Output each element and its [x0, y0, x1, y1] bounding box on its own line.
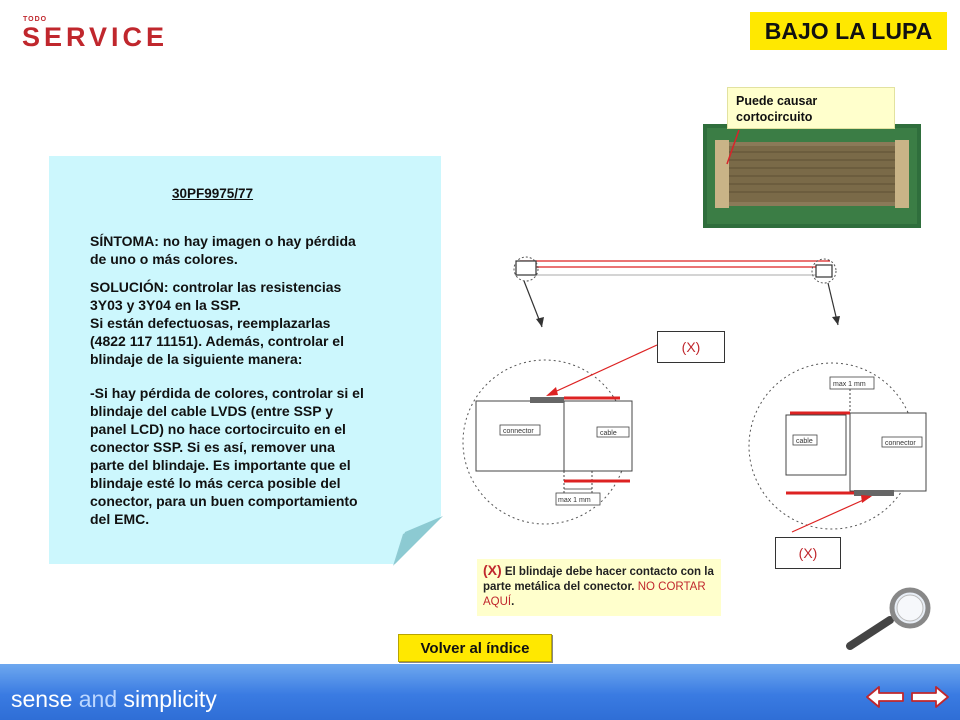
x-callout-bottom: (X): [775, 537, 841, 569]
footer-bar: [0, 664, 960, 720]
short-circuit-callout: Puede causar cortocircuito: [727, 87, 895, 129]
x-callout-top: (X): [657, 331, 725, 363]
logo-main-text: SERVICE: [22, 22, 169, 52]
back-to-index-button[interactable]: Volver al índice: [398, 634, 552, 662]
procedure-text: -Si hay pérdida de colores, controlar si…: [90, 385, 364, 527]
right-dimension-label: max 1 mm: [833, 381, 866, 388]
footer-tagline: sense and simplicity: [11, 686, 217, 713]
tagline-word-simplicity: simplicity: [117, 686, 217, 712]
left-connector-label: connector: [503, 428, 534, 435]
previous-arrow-icon[interactable]: [865, 684, 905, 710]
tagline-word-sense: sense: [11, 686, 79, 712]
magnifying-glass-icon: [846, 587, 931, 650]
page-title: BAJO LA LUPA: [750, 12, 947, 50]
shielding-note-mark: (X): [483, 562, 502, 578]
shielding-note-period: .: [511, 596, 515, 608]
shielding-diagram: connector cable max 1 mm max 1 mm cable …: [462, 256, 927, 533]
lvds-cable-photo: [703, 124, 921, 228]
left-dimension-label: max 1 mm: [558, 497, 591, 504]
right-connector-label: connector: [885, 440, 916, 447]
shielding-note-text: El blindaje debe hacer contacto con la p…: [483, 566, 714, 593]
todo-service-logo: TODO SERVICE: [20, 16, 180, 52]
solution-text: SOLUCIÓN: controlar las resistencias 3Y0…: [90, 279, 344, 367]
shielding-note-warning: NO CORTAR AQUÍ: [483, 581, 706, 608]
next-arrow-icon[interactable]: [910, 684, 950, 710]
shielding-note: (X) El blindaje debe hacer contacto con …: [477, 559, 721, 616]
tagline-word-and: and: [78, 686, 118, 712]
symptom-text: SÍNTOMA: no hay imagen o hay pérdida de …: [90, 233, 356, 267]
symptom-note-panel: [49, 156, 441, 564]
right-cable-label: cable: [796, 438, 813, 445]
note-page-curl: [393, 514, 443, 566]
left-cable-label: cable: [600, 430, 617, 437]
logo-small-text: TODO: [23, 16, 48, 23]
model-number: 30PF9975/77: [172, 186, 254, 201]
